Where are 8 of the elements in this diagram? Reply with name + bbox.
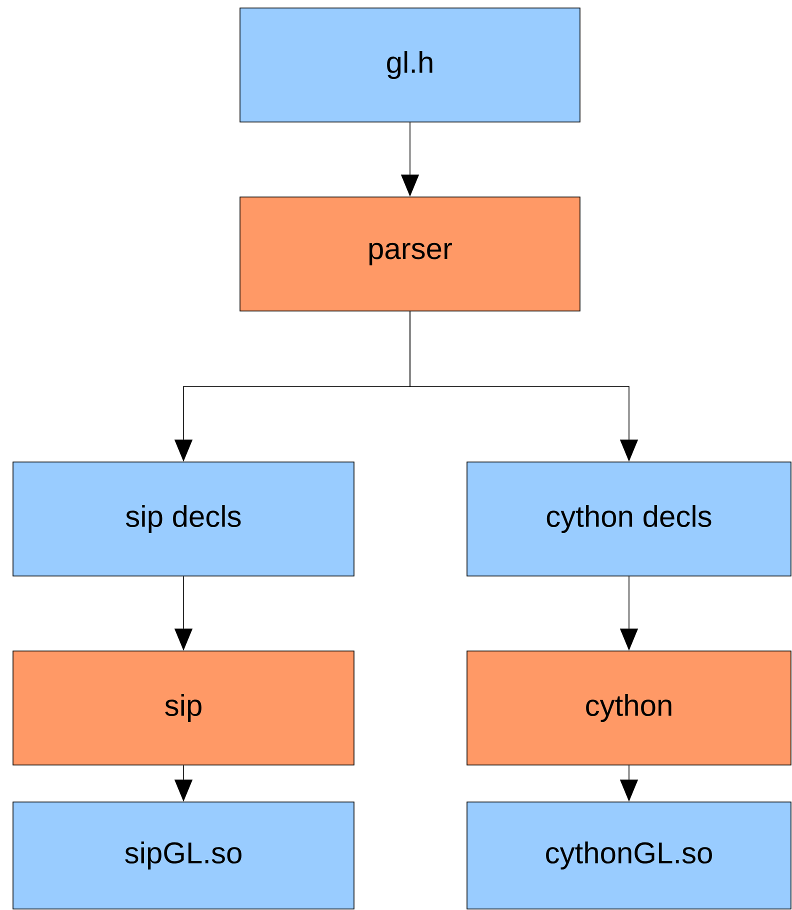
process-box: sip: [12, 650, 354, 766]
file-box: sipGL.so: [12, 802, 354, 910]
file-box: cythonGL.so: [466, 802, 792, 910]
file-box: cython decls: [466, 462, 792, 576]
process-box: parser: [240, 196, 580, 312]
file-box: sip decls: [12, 462, 354, 576]
file-box: gl.h: [240, 8, 580, 122]
process-box: cython: [466, 650, 792, 766]
